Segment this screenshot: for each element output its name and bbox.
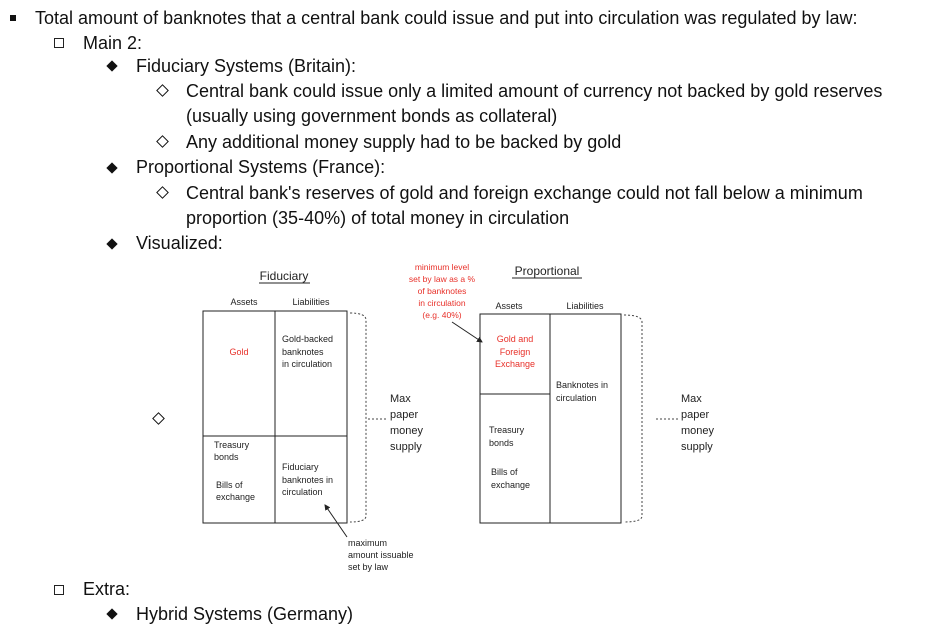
level0-bullet bbox=[10, 15, 16, 21]
prop-max-line3: money bbox=[681, 425, 715, 437]
min-level-line1: minimum level bbox=[415, 262, 469, 272]
gold-fx-line3: Exchange bbox=[495, 359, 535, 369]
proportional-liabilities-header: Liabilities bbox=[566, 301, 604, 311]
prop-bills-line1: Bills of bbox=[491, 467, 518, 477]
fiduciary-heading: Fiduciary Systems (Britain): bbox=[136, 56, 357, 76]
min-level-line5: (e.g. 40%) bbox=[422, 310, 461, 320]
min-level-line2: set by law as a % bbox=[409, 274, 476, 284]
extra-bullet bbox=[54, 585, 64, 595]
prop-point1-line1: Central bank's reserves of gold and fore… bbox=[186, 183, 863, 203]
min-level-line3: of banknotes bbox=[418, 286, 467, 296]
fid-point1-line1: Central bank could issue only a limited … bbox=[186, 81, 883, 101]
fiduciary-max-bracket bbox=[349, 312, 367, 523]
prop-max-line1: Max bbox=[681, 393, 702, 405]
prop-banknotes-line1: Banknotes in bbox=[556, 380, 608, 390]
max-issuable-line3: set by law bbox=[348, 562, 389, 572]
fid-notes-line2: banknotes in bbox=[282, 475, 333, 485]
prop-treasury-line2: bonds bbox=[489, 438, 514, 448]
proportional-heading: Proportional Systems (France): bbox=[136, 157, 386, 177]
proportional-max-bracket bbox=[623, 314, 643, 523]
main2-bullet bbox=[54, 38, 64, 48]
prop-bills-line2: exchange bbox=[491, 480, 530, 490]
fid-treasury-line1: Treasury bbox=[214, 440, 250, 450]
gold-backed-line1: Gold-backed bbox=[282, 334, 333, 344]
fid-point2: Any additional money supply had to be ba… bbox=[186, 132, 622, 152]
min-level-arrow bbox=[451, 321, 483, 343]
fid-bills-line2: exchange bbox=[216, 492, 255, 502]
main2-heading: Main 2: bbox=[83, 33, 143, 53]
fid-max-line3: money bbox=[390, 425, 424, 437]
prop-max-line2: paper bbox=[681, 409, 709, 421]
fiduciary-gold-label: Gold bbox=[229, 347, 248, 357]
extra-heading: Extra: bbox=[83, 579, 131, 599]
gold-fx-line1: Gold and bbox=[497, 334, 534, 344]
proportional-title: Proportional bbox=[515, 264, 580, 278]
fiduciary-title: Fiduciary bbox=[260, 269, 309, 283]
prop-point1-line2: proportion (35-40%) of total money in ci… bbox=[186, 208, 570, 228]
prop-max-line4: supply bbox=[681, 441, 713, 453]
gold-backed-line3: in circulation bbox=[282, 359, 332, 369]
proportional-assets-header: Assets bbox=[495, 301, 523, 311]
max-issuable-arrow bbox=[324, 504, 348, 538]
visualized-heading: Visualized: bbox=[136, 233, 223, 253]
fiduciary-liabilities-header: Liabilities bbox=[292, 297, 330, 307]
fid-max-line1: Max bbox=[390, 393, 411, 405]
fiduciary-assets-header: Assets bbox=[230, 297, 258, 307]
prop-banknotes-line2: circulation bbox=[556, 393, 597, 403]
gold-backed-line2: banknotes bbox=[282, 347, 324, 357]
fid-max-line2: paper bbox=[390, 409, 418, 421]
hybrid-heading: Hybrid Systems (Germany) bbox=[136, 604, 354, 624]
gold-fx-line2: Foreign bbox=[500, 347, 531, 357]
min-level-line4: in circulation bbox=[418, 298, 466, 308]
prop-treasury-line1: Treasury bbox=[489, 425, 525, 435]
proportional-diagram: minimum level set by law as a % of bankn… bbox=[409, 262, 715, 524]
fiduciary-diagram: Fiduciary Assets Liabilities Gold Gold-b… bbox=[202, 269, 424, 572]
outline-intro: Total amount of banknotes that a central… bbox=[35, 8, 858, 28]
fid-treasury-line2: bonds bbox=[214, 452, 239, 462]
max-issuable-line2: amount issuable bbox=[348, 550, 414, 560]
max-issuable-line1: maximum bbox=[348, 538, 387, 548]
fid-point1-line2: (usually using government bonds as colla… bbox=[186, 106, 558, 126]
fid-bills-line1: Bills of bbox=[216, 480, 243, 490]
fid-max-line4: supply bbox=[390, 441, 422, 453]
fid-notes-line1: Fiduciary bbox=[282, 462, 319, 472]
fid-notes-line3: circulation bbox=[282, 487, 323, 497]
